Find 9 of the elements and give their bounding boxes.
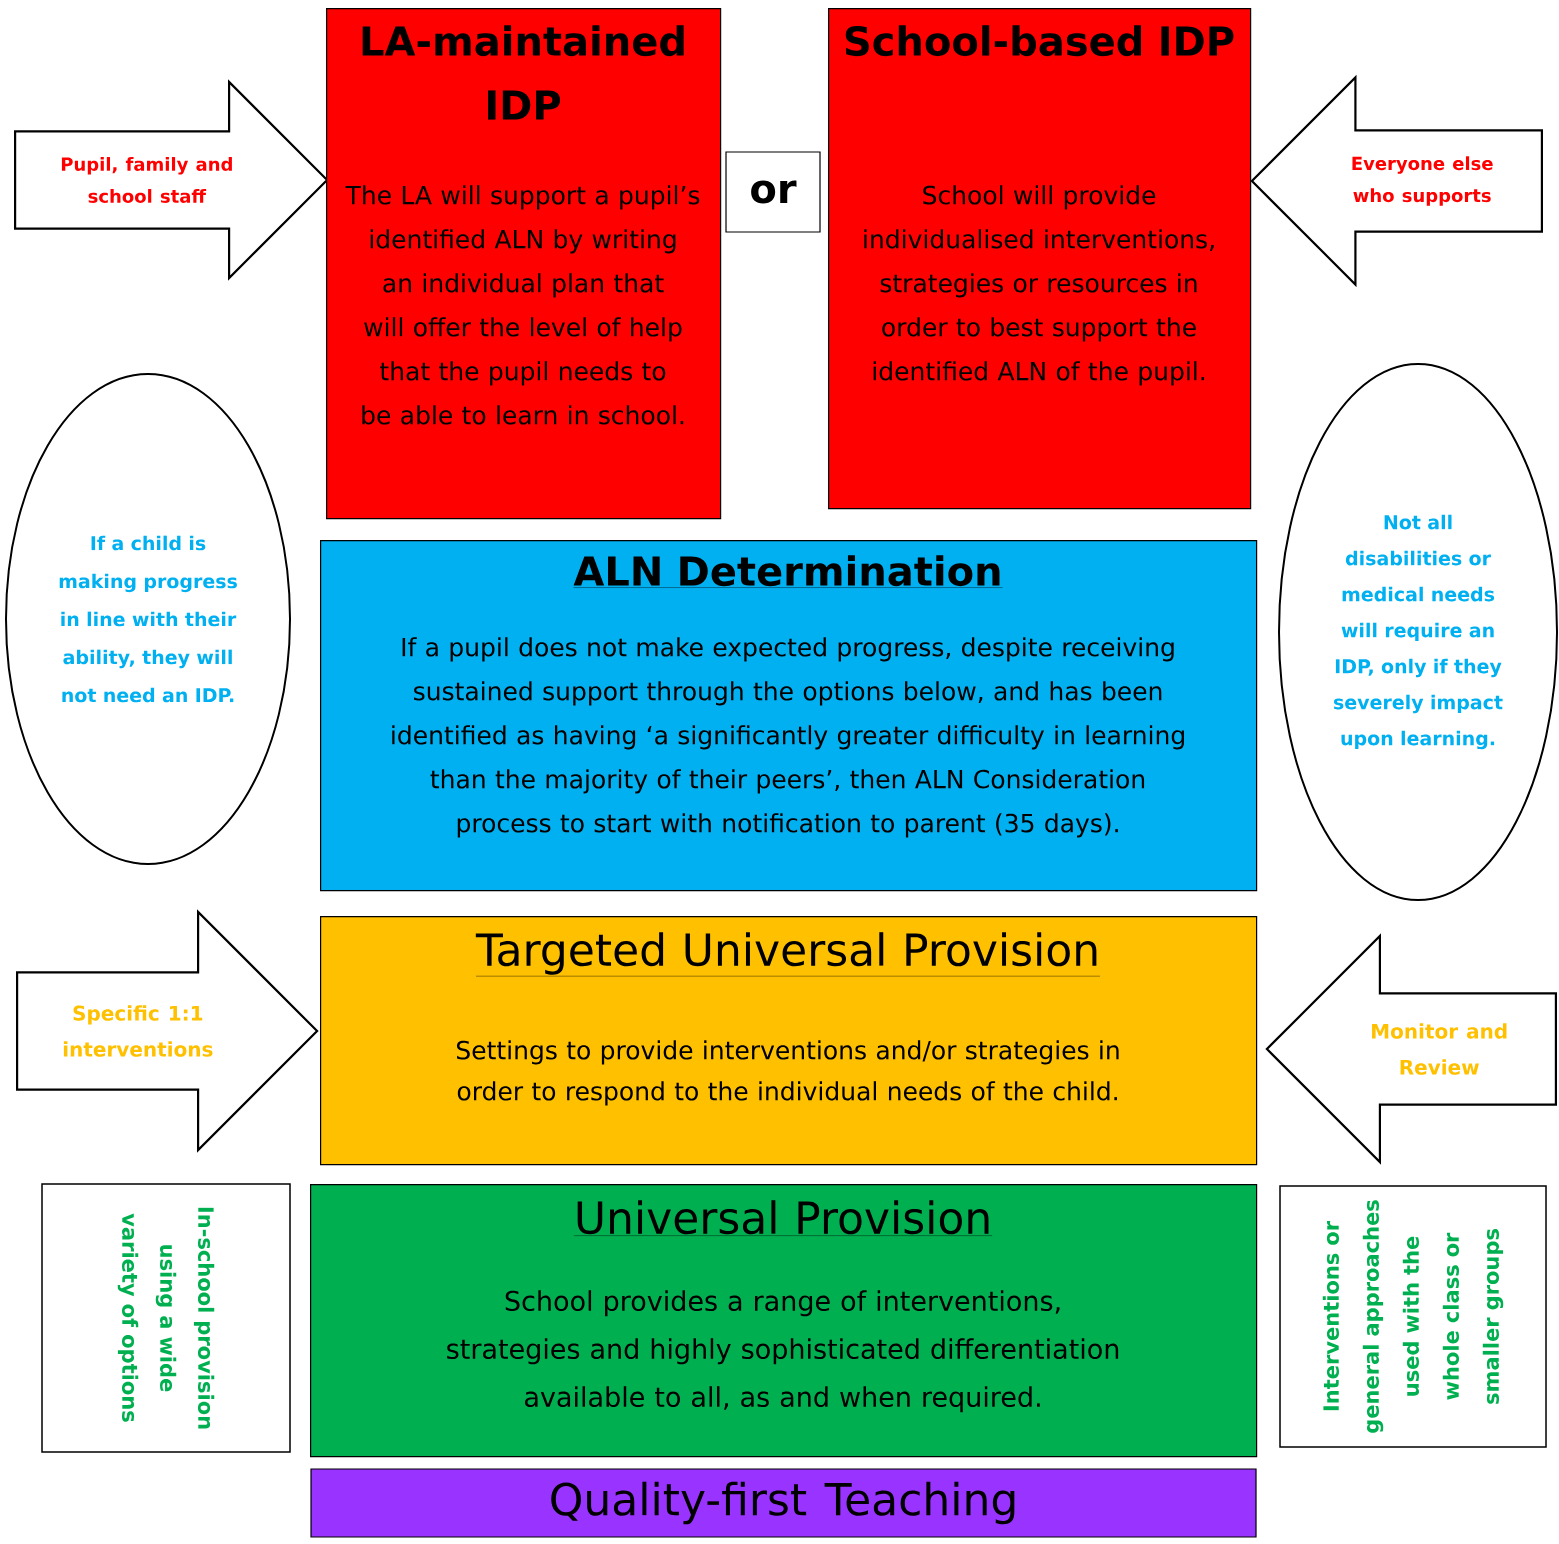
- note-box: Interventions or general approaches used with the whole class or smaller groups: [1279, 1185, 1547, 1448]
- content-box: ALN Determination If a pupil does not make expected progress, despite receiving sustained support through the options below, and has been identified as having ‘a significantly greater difficulty in learning than the majority of their peers’, then ALN Consideration process to start with notification to parent (35 days).: [320, 540, 1258, 892]
- content-box: Targeted Universal Provision Settings to provide interventions and/or strategies in order to respond to the individual needs of the child.: [320, 916, 1258, 1166]
- content-box: Universal Provision School provides a range of interventions, strategies and highly sophisticated differentiation available to all, as and when required.: [310, 1184, 1258, 1458]
- content-box: LA-maintained IDP The LA will support a pupil’s identified ALN by writing an individual plan that will offer the level of help that the pupil needs to be able to learn in school.: [326, 8, 722, 520]
- content-box: School-based IDP School will provide individualised interventions, strategies or resources in order to best support the identified ALN of the pupil.: [828, 8, 1252, 510]
- word-box: or: [725, 151, 821, 233]
- base-band: Quality-first Teaching: [310, 1468, 1257, 1538]
- note-box: In-school provision using a wide variety of options: [41, 1183, 291, 1453]
